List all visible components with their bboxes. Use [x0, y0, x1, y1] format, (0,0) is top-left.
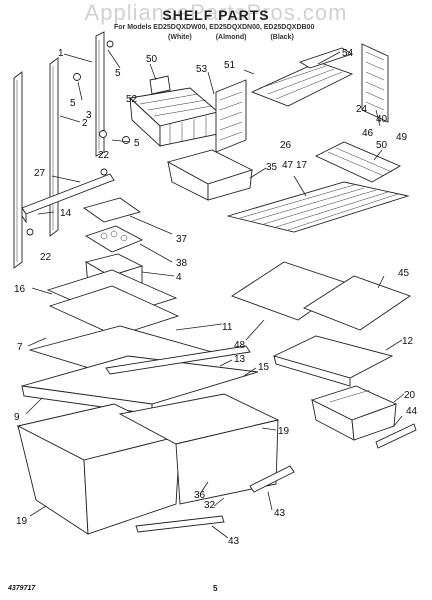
callout-27: 27	[34, 168, 46, 179]
model-colors: (White) (Almond) (Black)	[168, 34, 294, 41]
callout-50b: 50	[376, 140, 388, 151]
callout-22a: 22	[98, 150, 110, 161]
callout-43a: 43	[274, 508, 286, 519]
callout-24: 24	[356, 104, 368, 115]
callout-2: 2	[82, 118, 88, 129]
part-cover	[82, 197, 142, 223]
part-drawer-tray	[272, 335, 394, 387]
part-wire-shelf-upper	[250, 47, 354, 107]
part-egg-tray	[314, 141, 402, 183]
part-glass-shelf-upper	[46, 269, 180, 337]
color-black: (Black)	[270, 34, 294, 41]
callout-26: 26	[280, 140, 292, 151]
part-shelf-rails	[13, 31, 105, 269]
page-number: 5	[213, 584, 218, 593]
part-drawer-rods	[105, 345, 417, 533]
callout-53: 53	[196, 64, 208, 75]
part-side-grille	[361, 43, 389, 123]
callout-36: 36	[194, 490, 206, 501]
callout-7: 7	[17, 342, 23, 353]
part-storage-bin	[166, 149, 254, 201]
callout-12: 12	[402, 336, 414, 347]
part-shelf-bar	[21, 173, 115, 224]
callout-40: 40	[376, 114, 388, 125]
callout-19a: 19	[278, 426, 290, 437]
part-basket-slide	[215, 79, 247, 153]
color-white: (White)	[168, 34, 192, 41]
part-glass-shelves-right	[231, 261, 411, 331]
callout-1: 1	[58, 48, 64, 59]
callout-45: 45	[398, 268, 410, 279]
callout-44: 44	[406, 406, 418, 417]
leader-lines	[25, 49, 405, 539]
callout-4: 4	[176, 272, 182, 283]
callout-3: 3	[86, 110, 92, 121]
callout-13: 13	[234, 354, 246, 365]
callout-16: 16	[14, 284, 26, 295]
document-number: 4379717	[8, 585, 36, 592]
part-wire-shelf-lower	[226, 181, 410, 233]
callout-52: 52	[126, 94, 138, 105]
color-almond: (Almond)	[215, 34, 247, 41]
part-egg-holder	[84, 225, 144, 253]
callout-20: 20	[404, 390, 416, 401]
callout-15: 15	[258, 362, 270, 373]
callout-43b: 43	[228, 536, 240, 547]
callout-5b: 5	[115, 68, 121, 79]
callout-19b: 19	[16, 516, 28, 527]
callout-5a: 5	[70, 98, 76, 109]
callout-51: 51	[224, 60, 236, 71]
part-wire-basket	[129, 75, 219, 148]
callout-47: 47	[282, 160, 294, 171]
callout-22b: 22	[40, 252, 52, 263]
part-crisper-drawers	[16, 393, 280, 535]
callout-11: 11	[222, 322, 233, 333]
callout-5c: 5	[134, 138, 140, 149]
callout-48: 48	[234, 340, 246, 351]
callout-17: 17	[296, 160, 308, 171]
callout-35: 35	[266, 162, 278, 173]
callout-50a: 50	[146, 54, 158, 65]
callout-49: 49	[396, 132, 408, 143]
callout-54: 54	[342, 48, 354, 59]
watermark: AppliancePartsPros.com	[84, 0, 348, 25]
callout-14: 14	[60, 208, 72, 219]
callout-37: 37	[176, 234, 188, 245]
diagram-title: SHELF PARTS	[162, 7, 270, 23]
callout-46: 46	[362, 128, 374, 139]
part-meat-drawer	[310, 385, 398, 441]
callout-9: 9	[14, 412, 20, 423]
model-numbers: For Models ED25DQXDW00, ED25DQXDN00, ED2…	[114, 24, 315, 31]
callout-32: 32	[204, 500, 216, 511]
callout-labels: 1 2 3 5 5 5 7 9 11 12 13 14 15 16 17 19 …	[14, 48, 418, 547]
callout-38: 38	[176, 258, 188, 269]
